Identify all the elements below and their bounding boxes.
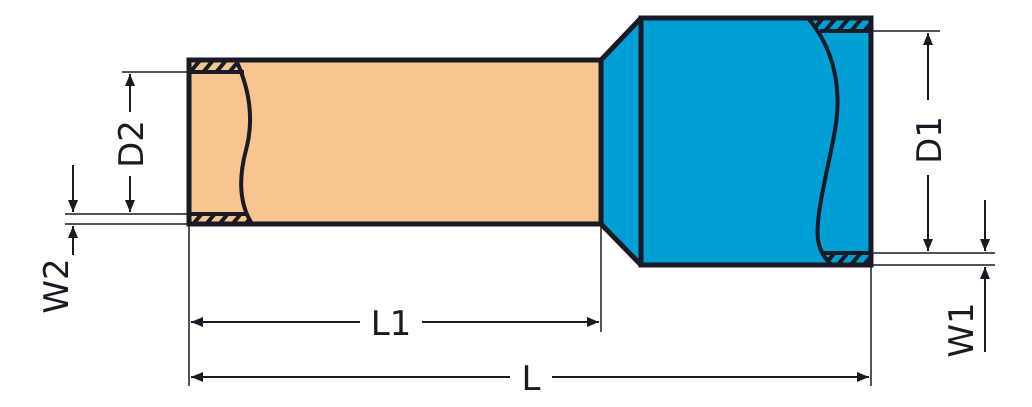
l1-label: L1 <box>371 304 412 344</box>
insulating-collar <box>598 15 874 268</box>
sleeve-wall-top-hatch <box>189 60 244 72</box>
collar-wall-bottom-hatch <box>823 253 871 265</box>
break-line <box>806 16 840 267</box>
w2-label: W2 <box>37 258 77 313</box>
w1-label: W1 <box>942 302 982 357</box>
d1-label: D1 <box>910 116 950 164</box>
collar-wall-top-hatch <box>808 18 871 31</box>
d2-label: D2 <box>112 120 152 168</box>
extension-lines <box>65 30 995 386</box>
break-line <box>234 59 254 226</box>
l-label: L <box>522 359 541 399</box>
metal-sleeve <box>186 57 604 227</box>
